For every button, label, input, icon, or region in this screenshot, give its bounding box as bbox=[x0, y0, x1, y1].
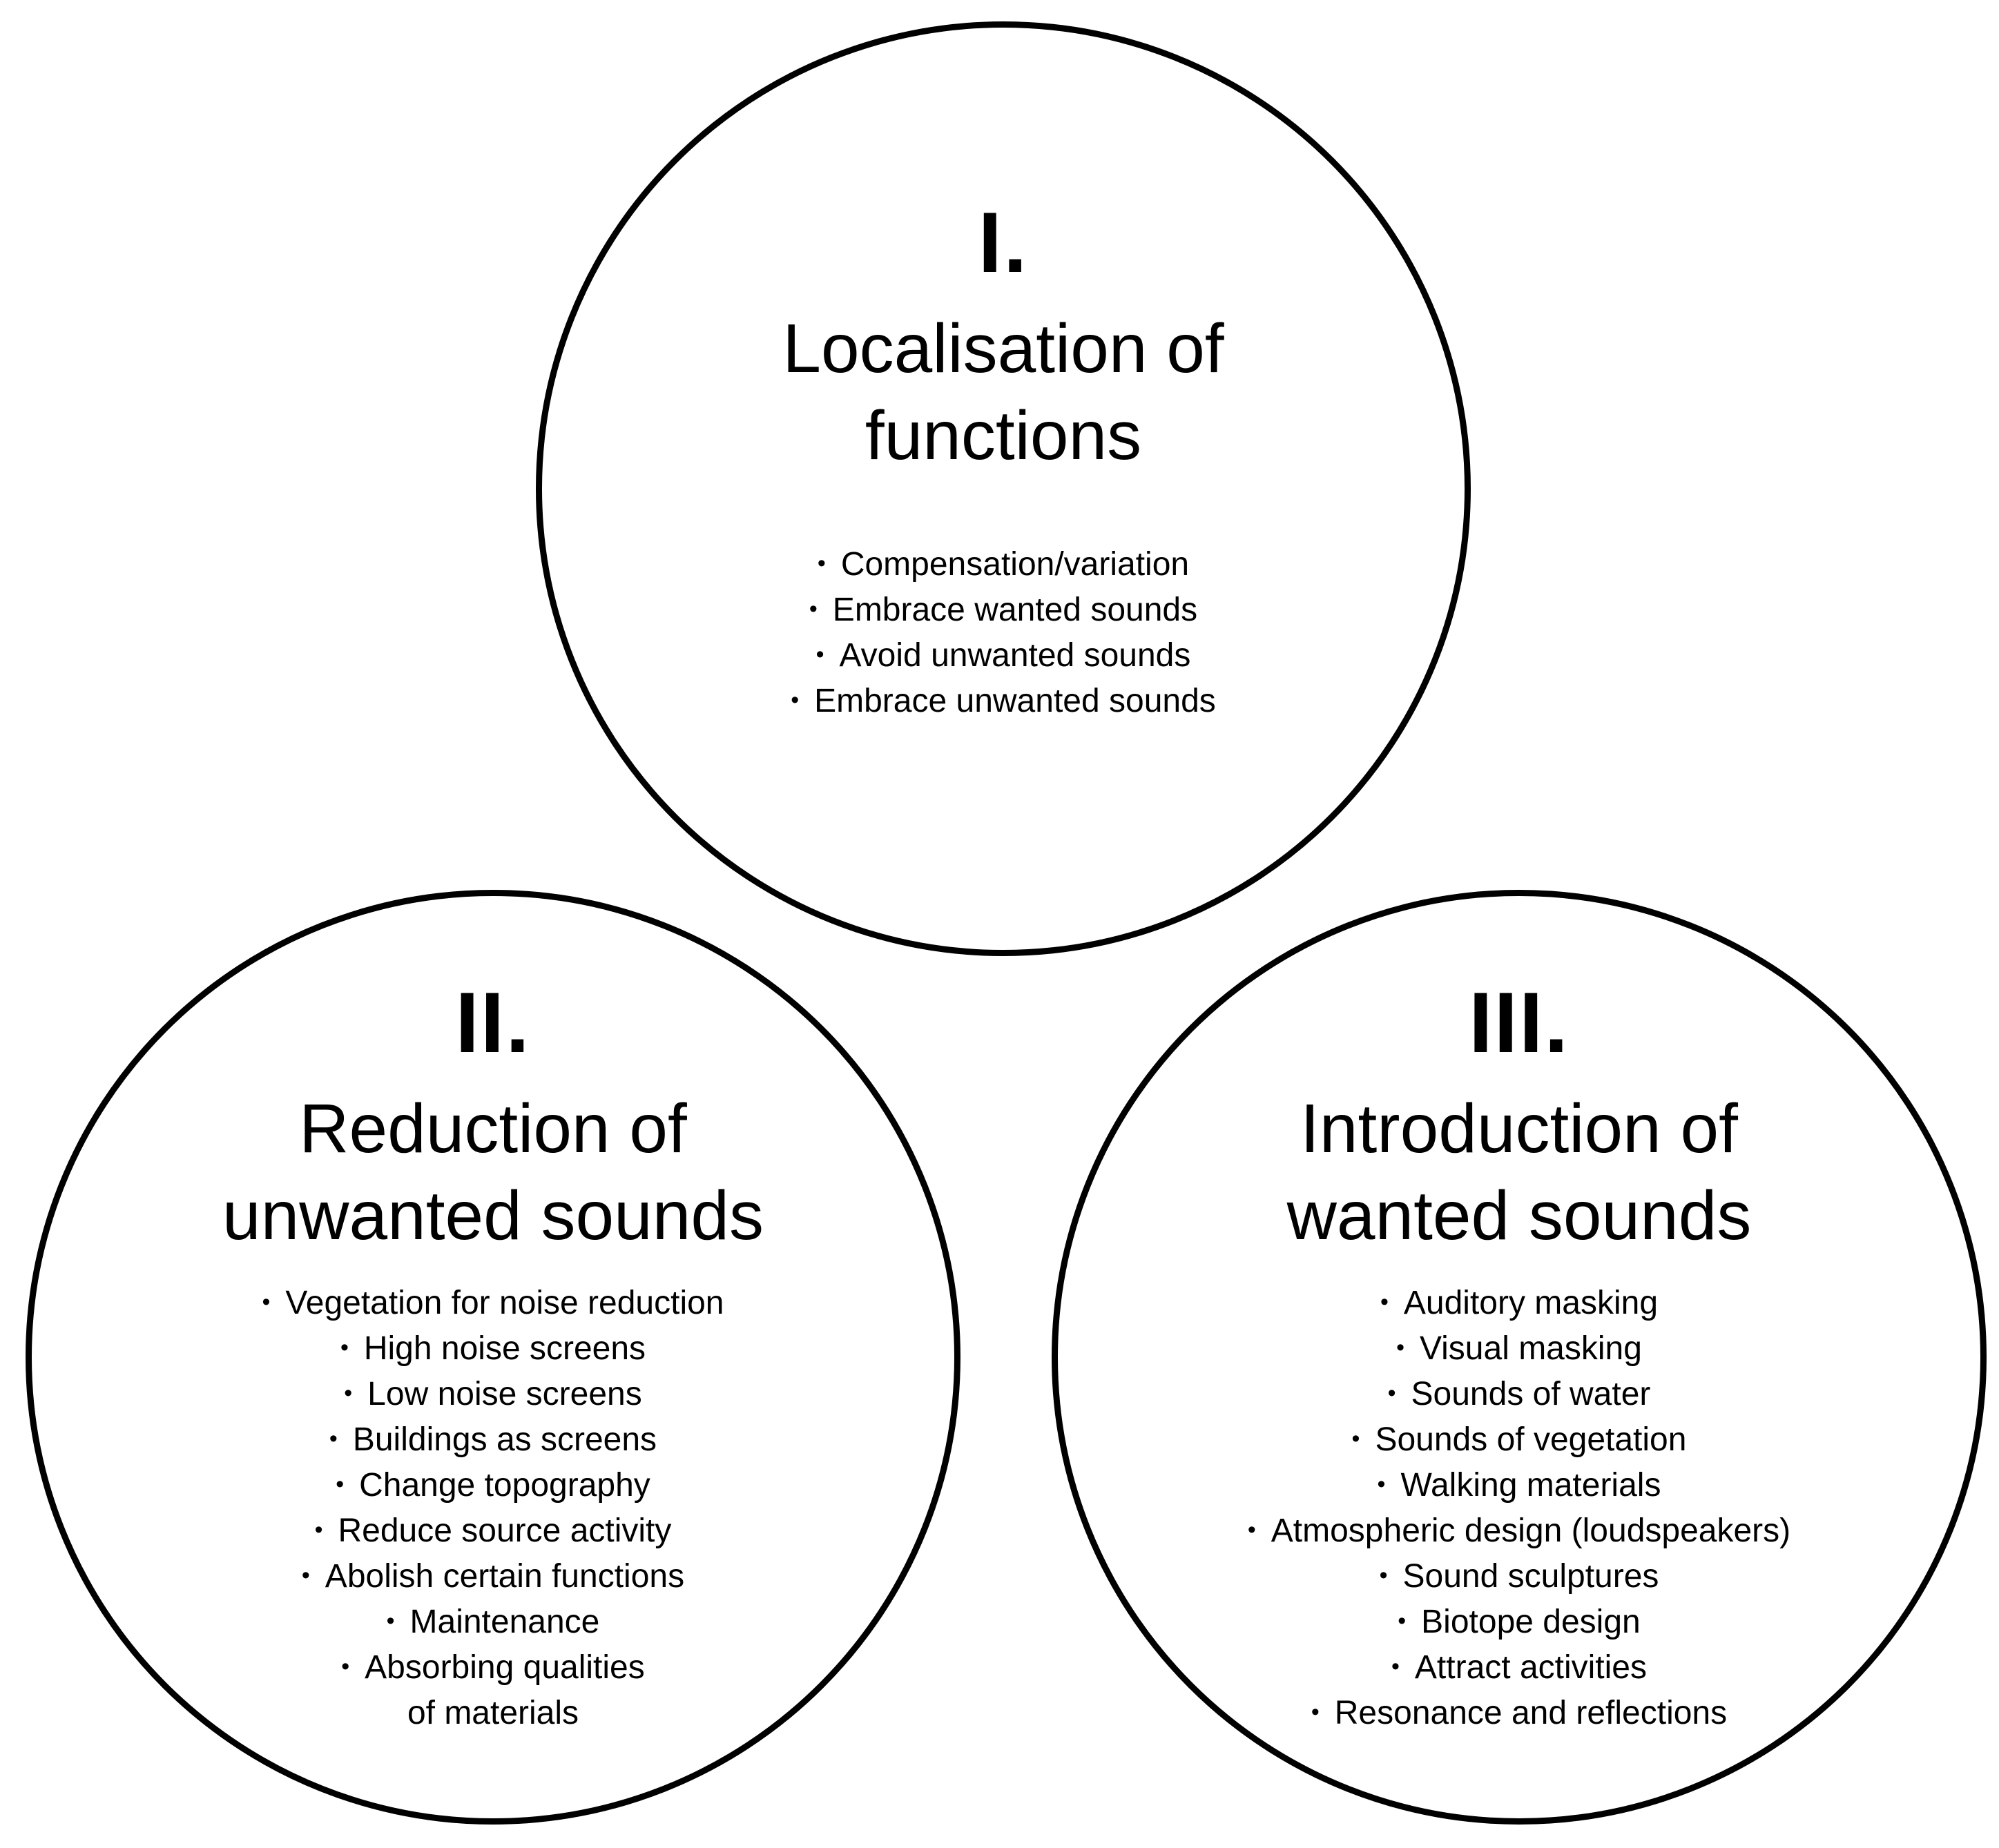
list-item: High noise screens bbox=[26, 1325, 960, 1371]
node-title-line: Introduction of bbox=[1300, 1090, 1738, 1167]
node-title-line: wanted sounds bbox=[1286, 1177, 1752, 1254]
list-item: Embrace wanted sounds bbox=[536, 587, 1471, 632]
node-localisation-items: Compensation/variation Embrace wanted so… bbox=[536, 541, 1471, 723]
node-reduction-items: Vegetation for noise reduction High nois… bbox=[26, 1280, 960, 1735]
node-title: Reduction of unwanted sounds bbox=[26, 1085, 960, 1259]
list-item: Visual masking bbox=[1052, 1325, 1987, 1371]
list-item: Abolish certain functions bbox=[26, 1553, 960, 1599]
list-item: Avoid unwanted sounds bbox=[536, 632, 1471, 678]
node-localisation-header: I. Localisation of functions bbox=[536, 200, 1471, 479]
list-item: Auditory masking bbox=[1052, 1280, 1987, 1325]
list-item: Absorbing qualities bbox=[26, 1644, 960, 1690]
list-item-continuation: of materials bbox=[407, 1695, 579, 1731]
list-item: Biotope design bbox=[1052, 1599, 1987, 1644]
list-item: Resonance and reflections bbox=[1052, 1690, 1987, 1735]
node-numeral: I. bbox=[978, 195, 1029, 291]
circle-localisation bbox=[536, 21, 1471, 956]
node-reduction-header: II. Reduction of unwanted sounds bbox=[26, 980, 960, 1259]
list-item: Buildings as screens bbox=[26, 1417, 960, 1462]
node-numeral: III. bbox=[1469, 975, 1570, 1071]
list-item: Vegetation for noise reduction bbox=[26, 1280, 960, 1325]
list-item: Maintenance bbox=[26, 1599, 960, 1644]
list-item: Walking materials bbox=[1052, 1462, 1987, 1508]
node-introduction-items: Auditory masking Visual masking Sounds o… bbox=[1052, 1280, 1987, 1735]
list-item: Reduce source activity bbox=[26, 1508, 960, 1553]
node-title-line: Localisation of bbox=[782, 310, 1224, 387]
node-numeral: II. bbox=[455, 975, 531, 1071]
list-item: Sound sculptures bbox=[1052, 1553, 1987, 1599]
list-item: Change topography bbox=[26, 1462, 960, 1508]
list-item: Compensation/variation bbox=[536, 541, 1471, 587]
node-title: Introduction of wanted sounds bbox=[1052, 1085, 1987, 1259]
node-introduction-header: III. Introduction of wanted sounds bbox=[1052, 980, 1987, 1259]
node-title: Localisation of functions bbox=[536, 305, 1471, 479]
node-title-line: functions bbox=[865, 397, 1142, 474]
list-item: Attract activities bbox=[1052, 1644, 1987, 1690]
node-title-line: Reduction of bbox=[299, 1090, 687, 1167]
list-item: Embrace unwanted sounds bbox=[536, 678, 1471, 723]
node-title-line: unwanted sounds bbox=[222, 1177, 764, 1254]
list-item: Sounds of water bbox=[1052, 1371, 1987, 1417]
list-item: Low noise screens bbox=[26, 1371, 960, 1417]
list-item: Sounds of vegetation bbox=[1052, 1417, 1987, 1462]
list-item: Atmospheric design (loudspeakers) bbox=[1052, 1508, 1987, 1553]
